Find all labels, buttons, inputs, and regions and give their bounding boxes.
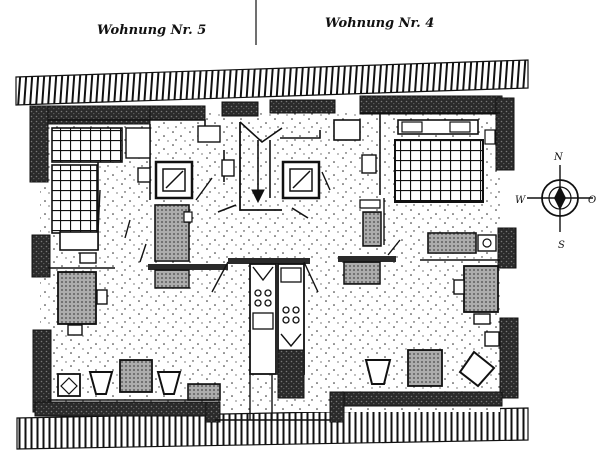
right-shower — [280, 130, 331, 200]
chair-right — [453, 279, 465, 295]
compass-north-label: N — [553, 152, 564, 163]
toilet-left — [137, 167, 151, 183]
compass — [527, 165, 593, 232]
left-kitchenette — [124, 204, 228, 289]
left-bathroom — [51, 127, 151, 264]
sideboard-left — [187, 383, 221, 401]
armchair-right-2 — [458, 350, 496, 388]
table-right — [463, 265, 499, 313]
right-kitchenette — [338, 232, 497, 285]
right-living — [364, 265, 500, 388]
central-stairs — [197, 121, 309, 219]
table-left — [57, 271, 97, 325]
roof-eave-top — [15, 59, 529, 106]
compass-east-label: O — [588, 195, 596, 206]
bathtub — [59, 231, 99, 251]
coffee-table-right — [407, 349, 443, 387]
right-bathroom — [333, 119, 496, 256]
coffee-table-left — [119, 359, 153, 393]
plant-left — [57, 373, 81, 397]
left-living — [57, 271, 221, 401]
compass-west-label: W — [515, 195, 526, 206]
stove-left — [254, 289, 272, 307]
stove-right — [282, 306, 300, 324]
left-shower — [154, 160, 213, 201]
compass-south-label: S — [558, 240, 565, 251]
central-kitchen — [211, 258, 319, 420]
right-unit-label: Wohnung Nr. 4 — [325, 16, 434, 31]
armchair-right-1 — [364, 359, 392, 385]
sink-left — [79, 252, 97, 264]
wardrobe-right — [333, 119, 361, 141]
chair-left — [96, 289, 108, 305]
armchair-left-2 — [156, 371, 182, 395]
wardrobe-left — [125, 127, 151, 159]
armchair-left-1 — [88, 371, 114, 395]
left-unit-label: Wohnung Nr. 5 — [97, 23, 206, 38]
toilet-right — [361, 154, 377, 174]
